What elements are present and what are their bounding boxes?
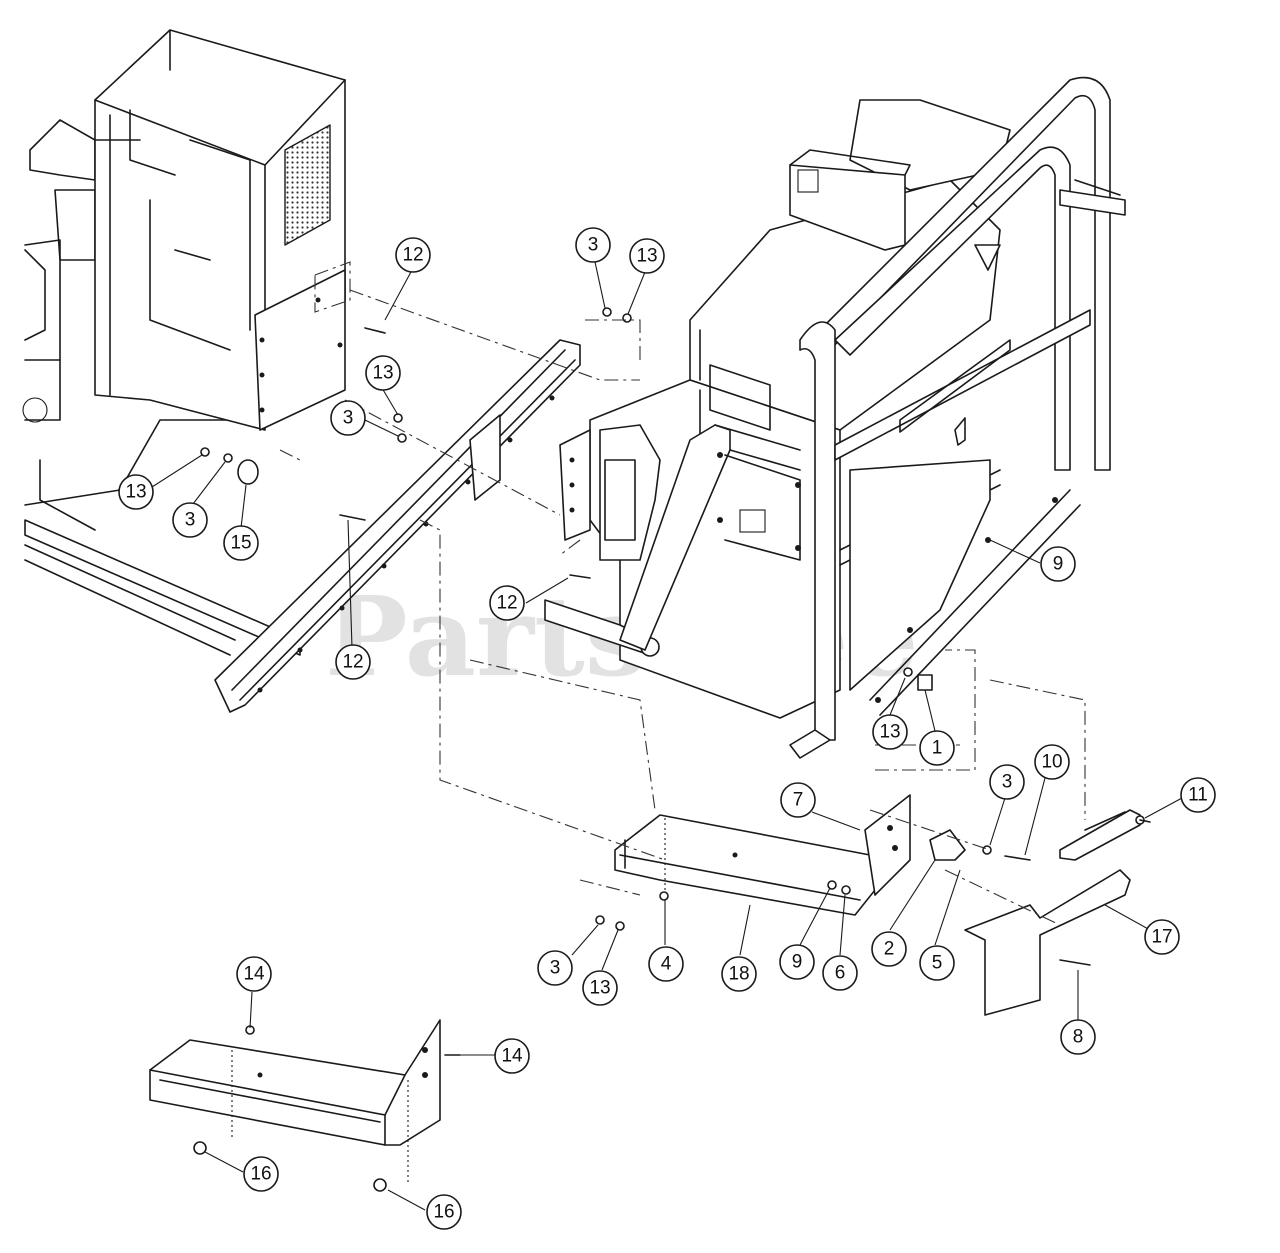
callout-6[interactable]: 6 [822, 955, 858, 991]
svg-text:13: 13 [636, 246, 657, 267]
small-bracket-2 [929, 829, 966, 861]
svg-text:4: 4 [661, 954, 672, 975]
callout-2[interactable]: 2 [871, 931, 907, 967]
callout-9[interactable]: 9 [1040, 546, 1076, 582]
svg-text:2: 2 [884, 939, 895, 960]
callout-13[interactable]: 13 [629, 238, 665, 274]
svg-text:3: 3 [588, 235, 599, 256]
center-bracket-18 [614, 794, 911, 916]
callout-1[interactable]: 1 [919, 730, 955, 766]
callout-16[interactable]: 16 [243, 1156, 279, 1192]
svg-text:16: 16 [433, 1202, 454, 1223]
callout-4[interactable]: 4 [648, 946, 684, 982]
callout-12[interactable]: 12 [335, 644, 371, 680]
callout-3[interactable]: 3 [172, 502, 208, 538]
callout-12[interactable]: 12 [395, 237, 431, 273]
callout-14[interactable]: 14 [494, 1038, 530, 1074]
svg-text:14: 14 [501, 1046, 523, 1067]
svg-text:5: 5 [932, 953, 943, 974]
svg-text:14: 14 [243, 964, 265, 985]
callout-13[interactable]: 13 [872, 714, 908, 750]
svg-text:12: 12 [342, 652, 363, 673]
svg-text:12: 12 [496, 593, 517, 614]
svg-text:13: 13 [879, 722, 900, 743]
callout-18[interactable]: 18 [721, 956, 757, 992]
assembly-lines [279, 289, 1086, 926]
callout-10[interactable]: 10 [1034, 744, 1070, 780]
svg-text:18: 18 [728, 964, 749, 985]
callout-16[interactable]: 16 [426, 1194, 462, 1230]
svg-text:10: 10 [1041, 752, 1062, 773]
hardware-parts [193, 307, 1151, 1192]
svg-text:3: 3 [1002, 772, 1013, 793]
callout-15[interactable]: 15 [223, 525, 259, 561]
svg-text:13: 13 [589, 978, 610, 999]
svg-text:6: 6 [835, 963, 846, 984]
left-frame-assembly [22, 29, 351, 656]
console-vent-grille [284, 124, 331, 246]
callout-13[interactable]: 13 [365, 355, 401, 391]
callout-11[interactable]: 11 [1180, 777, 1216, 813]
svg-text:8: 8 [1073, 1027, 1084, 1048]
right-bracket-17 [964, 809, 1141, 1016]
control-box [789, 149, 911, 251]
callout-7[interactable]: 7 [780, 782, 816, 818]
svg-text:7: 7 [793, 790, 804, 811]
callout-5[interactable]: 5 [919, 945, 955, 981]
callout-9[interactable]: 9 [779, 944, 815, 980]
svg-text:3: 3 [550, 958, 561, 979]
svg-text:13: 13 [125, 482, 146, 503]
svg-text:1: 1 [932, 738, 943, 759]
callout-8[interactable]: 8 [1060, 1019, 1096, 1055]
svg-text:9: 9 [1053, 554, 1064, 575]
leader-lines [151, 261, 1183, 1211]
svg-text:15: 15 [230, 533, 251, 554]
svg-text:3: 3 [343, 408, 354, 429]
svg-text:11: 11 [1188, 785, 1208, 806]
callout-13[interactable]: 13 [582, 970, 618, 1006]
callout-13[interactable]: 13 [118, 474, 154, 510]
svg-text:3: 3 [185, 510, 196, 531]
right-machine-assembly [544, 76, 1126, 759]
svg-text:12: 12 [402, 245, 423, 266]
callout-3[interactable]: 3 [575, 227, 611, 263]
callout-3[interactable]: 3 [989, 764, 1025, 800]
callout-3[interactable]: 3 [330, 400, 366, 436]
callout-3[interactable]: 3 [537, 950, 573, 986]
callout-17[interactable]: 17 [1144, 919, 1180, 955]
svg-text:16: 16 [250, 1164, 271, 1185]
svg-text:13: 13 [372, 363, 393, 384]
svg-text:9: 9 [792, 952, 803, 973]
callout-12[interactable]: 12 [489, 585, 525, 621]
callout-14[interactable]: 14 [236, 956, 272, 992]
svg-text:17: 17 [1151, 927, 1172, 948]
lower-left-bracket [149, 1019, 441, 1185]
